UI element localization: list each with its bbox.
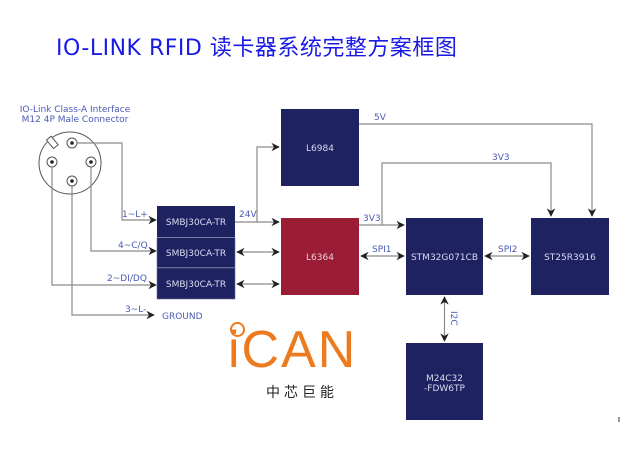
svg-text:-FDW6TP: -FDW6TP (424, 384, 465, 394)
label-24v: 24V (239, 210, 257, 220)
pin1-label: 1~L+ (122, 210, 148, 220)
ican-logo: iCAN 中芯巨能 (228, 321, 358, 401)
label-spi1: SPI1 (372, 245, 392, 255)
connector-label-1: IO-Link Class-A Interface (20, 105, 131, 115)
l6984-block: L6984 (281, 109, 359, 186)
svg-text:ST25R3916: ST25R3916 (544, 253, 596, 263)
svg-text:L6984: L6984 (306, 144, 334, 154)
logo-brand: iCAN (228, 321, 358, 379)
label-5v: 5V (374, 113, 387, 123)
pin-wires (51, 142, 157, 320)
eeprom-block: M24C32 -FDW6TP (406, 343, 483, 420)
svg-text:SMBJ30CA-TR: SMBJ30CA-TR (166, 249, 226, 259)
svg-text:SMBJ30CA-TR: SMBJ30CA-TR (166, 218, 226, 228)
m12-connector-icon (38, 131, 102, 195)
svg-text:L6364: L6364 (306, 253, 334, 263)
diagram-title: IO-LINK RFID 读卡器系统完整方案框图 (56, 36, 458, 61)
tvs-block-2: SMBJ30CA-TR (156, 237, 236, 268)
label-i2c: I2C (448, 311, 458, 326)
pin3-label: 3~L- (125, 305, 146, 315)
tvs-block-3: SMBJ30CA-TR (156, 267, 236, 300)
signal-wires (235, 123, 597, 342)
svg-text:STM32G071CB: STM32G071CB (411, 253, 478, 263)
stm32-block: STM32G071CB (406, 218, 483, 295)
label-3v3: 3V3 (363, 214, 381, 224)
st25r3916-block: ST25R3916 (531, 218, 609, 295)
svg-text:SMBJ30CA-TR: SMBJ30CA-TR (166, 280, 226, 290)
ground-label: GROUND (162, 312, 203, 322)
logo-ring-icon (230, 322, 245, 337)
l6364-block: L6364 (281, 218, 359, 295)
label-3v3-top: 3V3 (492, 153, 510, 163)
svg-text:M24C32: M24C32 (426, 374, 463, 384)
connector-label-2: M12 4P Male Connector (22, 115, 129, 125)
corner-mark (618, 417, 620, 422)
label-spi2: SPI2 (498, 245, 518, 255)
logo-subtitle: 中芯巨能 (266, 385, 338, 401)
pin4-label: 4~C/Q (118, 241, 148, 251)
pin2-label: 2~DI/DQ (107, 274, 147, 284)
tvs-block-1: SMBJ30CA-TR (157, 206, 235, 237)
